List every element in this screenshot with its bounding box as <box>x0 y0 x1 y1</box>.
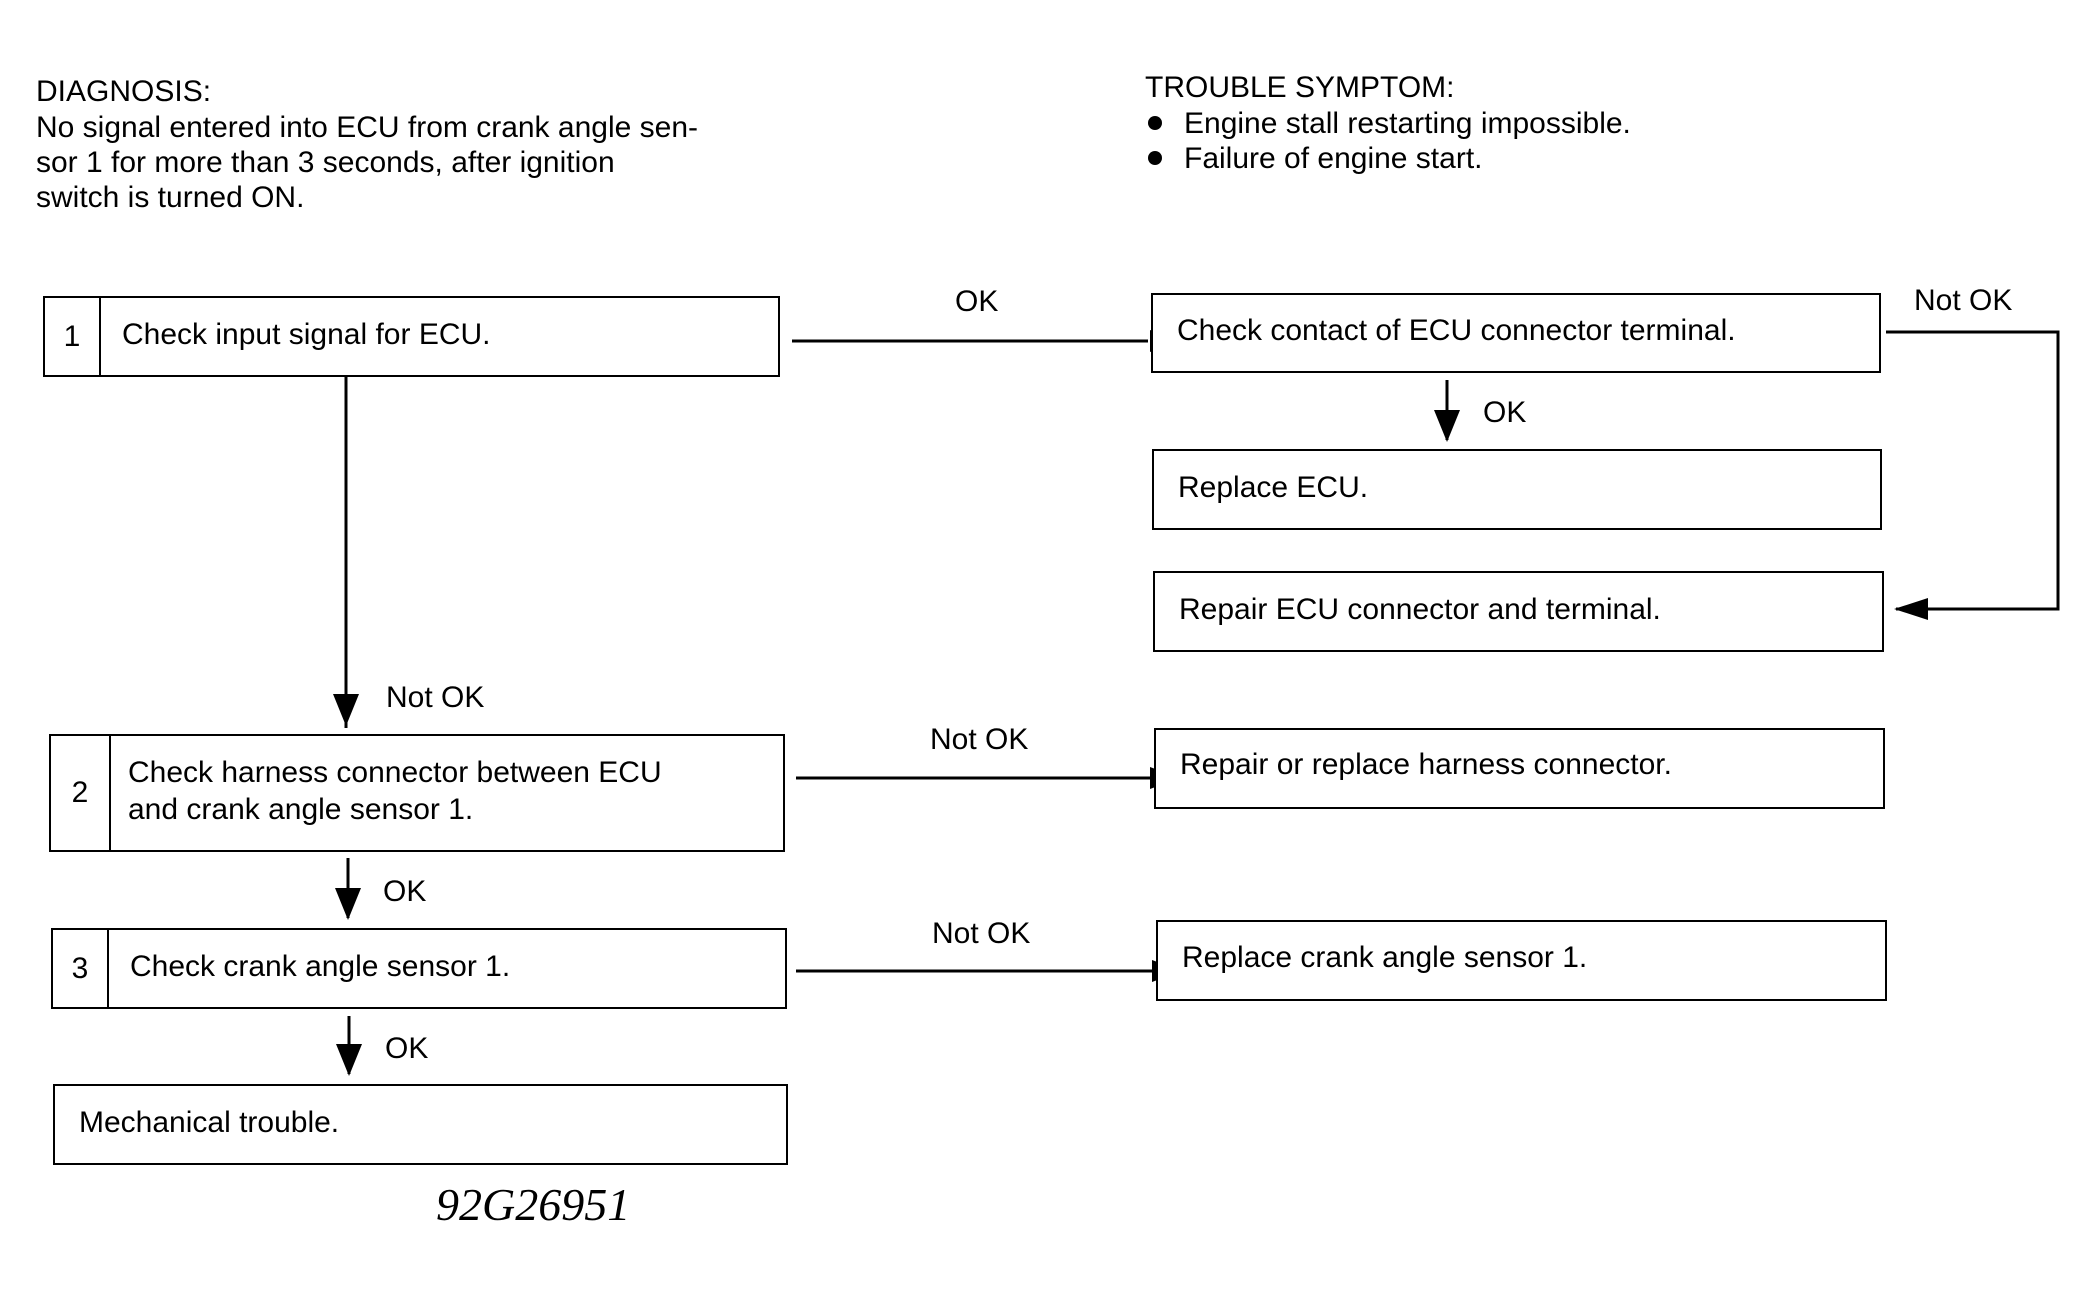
arrowhead-icon <box>333 694 359 726</box>
arrowhead-icon <box>336 1044 362 1076</box>
replace-sensor-box: Replace crank angle sensor 1. <box>1156 920 1887 1001</box>
step-3-text: Check crank angle sensor 1. <box>130 950 511 983</box>
trouble-symptom-text-2: Failure of engine start. <box>1184 142 1483 175</box>
label-step2-not-ok: Not OK <box>930 723 1029 756</box>
label-step1-ok: OK <box>955 285 999 318</box>
label-step3-ok: OK <box>385 1032 429 1065</box>
arrowhead-icon <box>1894 598 1928 620</box>
label-step3-not-ok: Not OK <box>932 917 1031 950</box>
trouble-symptom-heading: TROUBLE SYMPTOM: <box>1145 71 1455 104</box>
repair-connector-box: Repair ECU connector and terminal. <box>1153 571 1884 652</box>
figure-id: 92G26951 <box>436 1179 631 1230</box>
diagnosis-line-1: No signal entered into ECU from crank an… <box>36 111 698 144</box>
repair-harness-text: Repair or replace harness connector. <box>1180 748 1672 781</box>
diagnosis-heading: DIAGNOSIS: <box>36 75 212 108</box>
trouble-symptom-item-2: Failure of engine start. <box>1148 141 1483 177</box>
label-step2-ok: OK <box>383 875 427 908</box>
step-2-text-line-2: and crank angle sensor 1. <box>128 793 474 826</box>
step-1-box: 1 Check input signal for ECU. <box>43 296 780 377</box>
mechanical-trouble-box: Mechanical trouble. <box>53 1084 788 1165</box>
mechanical-trouble-text: Mechanical trouble. <box>79 1106 340 1139</box>
repair-connector-text: Repair ECU connector and terminal. <box>1179 593 1661 626</box>
trouble-symptom-item-1: Engine stall restarting impossible. <box>1148 106 1631 142</box>
arrowhead-icon <box>335 888 361 920</box>
label-contact-ok: OK <box>1483 396 1527 429</box>
diagnosis-line-3: switch is turned ON. <box>36 181 305 214</box>
step-2-number: 2 <box>51 736 111 850</box>
repair-harness-box: Repair or replace harness connector. <box>1154 728 1885 809</box>
arrowhead-icon <box>1434 410 1460 442</box>
step-1-number: 1 <box>45 298 101 375</box>
diagnosis-line-2: sor 1 for more than 3 seconds, after ign… <box>36 146 615 179</box>
step-3-number: 3 <box>53 930 109 1007</box>
step-3-box: 3 Check crank angle sensor 1. <box>51 928 787 1009</box>
replace-ecu-box: Replace ECU. <box>1152 449 1882 530</box>
replace-sensor-text: Replace crank angle sensor 1. <box>1182 941 1588 974</box>
bullet-icon <box>1148 151 1162 166</box>
check-contact-text: Check contact of ECU connector terminal. <box>1177 314 1736 347</box>
bullet-icon <box>1148 116 1162 131</box>
trouble-symptom-text-1: Engine stall restarting impossible. <box>1184 107 1631 140</box>
replace-ecu-text: Replace ECU. <box>1178 471 1369 504</box>
arrow-contact-not-ok <box>1886 330 2060 611</box>
step-1-text: Check input signal for ECU. <box>122 318 491 351</box>
step-2-text-line-1: Check harness connector between ECU <box>128 756 662 789</box>
label-step1-not-ok: Not OK <box>386 681 485 714</box>
label-contact-not-ok: Not OK <box>1914 284 2013 317</box>
check-contact-box: Check contact of ECU connector terminal. <box>1151 293 1881 373</box>
step-2-box: 2 Check harness connector between ECU an… <box>49 734 785 852</box>
